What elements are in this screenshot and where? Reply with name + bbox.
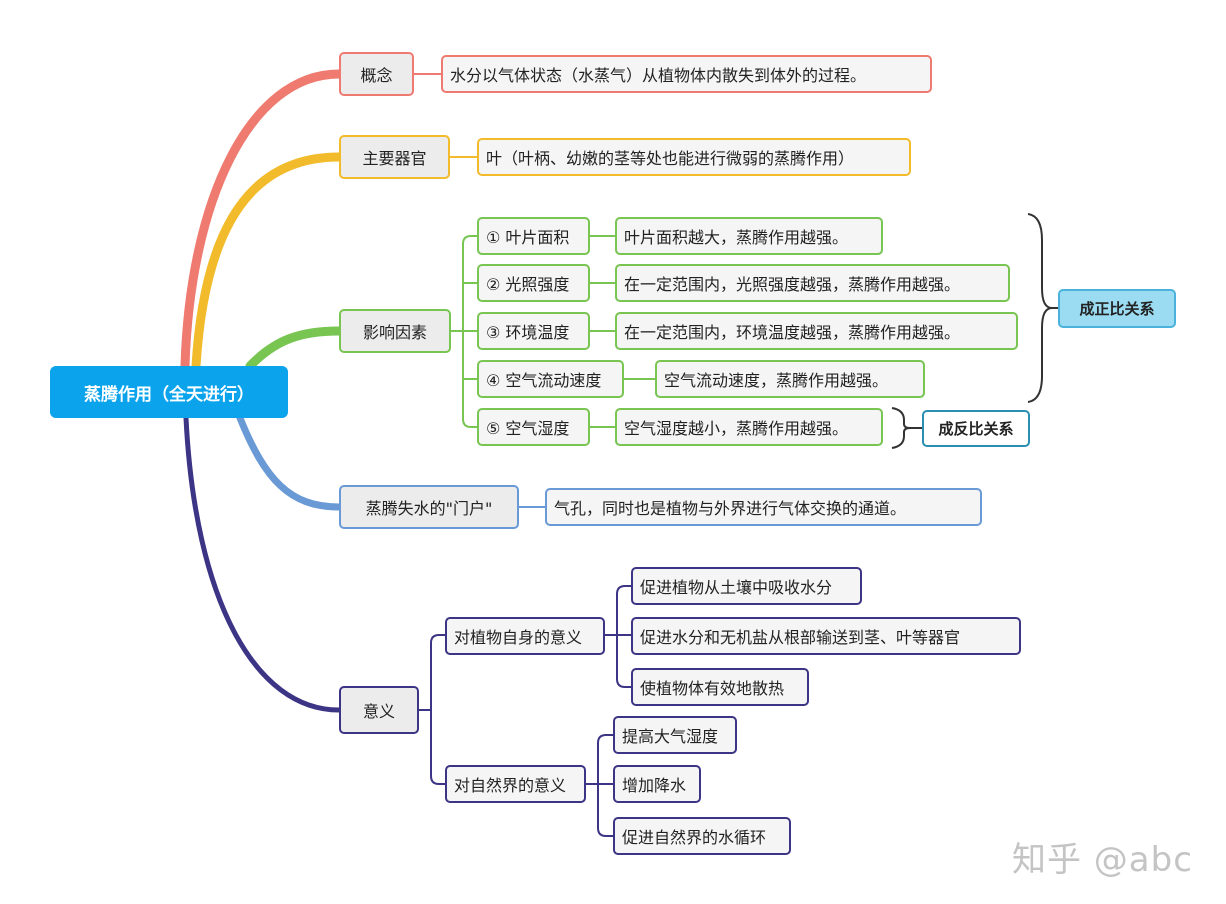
root-node[interactable]: 蒸腾作用（全天进行） — [50, 366, 288, 418]
category-organ[interactable]: 主要器官 — [339, 135, 450, 179]
factor-desc: 在一定范围内，环境温度越强，蒸腾作用越强。 — [624, 323, 961, 342]
factor-desc: 空气流动速度，蒸腾作用越强。 — [664, 371, 889, 390]
positive-relation-tag[interactable]: 成正比关系 — [1058, 289, 1176, 328]
branch-gate — [236, 414, 343, 511]
meaning-self-item[interactable]: 促进植物从土壤中吸收水分 — [631, 567, 862, 605]
factor-desc: 叶片面积越大，蒸腾作用越强。 — [624, 228, 849, 247]
factor-name: ⑤ 空气湿度 — [486, 419, 570, 438]
meaning-self[interactable]: 对植物自身的意义 — [445, 617, 605, 655]
meaning-self-item-text: 使植物体有效地散热 — [640, 679, 785, 698]
meaning-nature-item-text: 促进自然界的水循环 — [622, 828, 767, 847]
category-meaning-label: 意义 — [362, 702, 395, 721]
factor-name: ① 叶片面积 — [486, 228, 570, 247]
factor-temperature[interactable]: ③ 环境温度 — [477, 312, 590, 350]
negative-brace — [891, 407, 911, 449]
gate-description[interactable]: 气孔，同时也是植物与外界进行气体交换的通道。 — [545, 488, 982, 526]
meaning-self-label: 对植物自身的意义 — [454, 628, 583, 647]
negative-relation-label: 成反比关系 — [938, 420, 1014, 438]
negative-relation-tag[interactable]: 成反比关系 — [922, 410, 1030, 447]
meaning-nature-item[interactable]: 提高大气湿度 — [613, 716, 737, 754]
watermark: 知乎 @abc — [1012, 840, 1193, 880]
concept-description[interactable]: 水分以气体状态（水蒸气）从植物体内散失到体外的过程。 — [441, 55, 932, 93]
branch-organ — [191, 152, 344, 371]
factor-humidity-desc[interactable]: 空气湿度越小，蒸腾作用越强。 — [615, 408, 883, 446]
gate-description-text: 气孔，同时也是植物与外界进行气体交换的通道。 — [554, 499, 907, 518]
meaning-self-item-text: 促进水分和无机盐从根部输送到茎、叶等器官 — [640, 628, 961, 647]
meaning-nature-item[interactable]: 促进自然界的水循环 — [613, 817, 791, 855]
meaning-self-item-text: 促进植物从土壤中吸收水分 — [640, 578, 833, 597]
branch-meaning — [183, 415, 342, 713]
category-concept[interactable]: 概念 — [339, 52, 414, 96]
root-label: 蒸腾作用（全天进行） — [84, 384, 254, 405]
factor-name: ④ 空气流动速度 — [486, 371, 602, 390]
meaning-nature[interactable]: 对自然界的意义 — [445, 765, 586, 803]
factor-temperature-desc[interactable]: 在一定范围内，环境温度越强，蒸腾作用越强。 — [615, 312, 1018, 350]
factor-name: ② 光照强度 — [486, 275, 570, 294]
branch-factors — [245, 326, 344, 371]
category-gate-label: 蒸腾失水的"门户" — [365, 499, 493, 518]
category-gate[interactable]: 蒸腾失水的"门户" — [339, 485, 519, 529]
category-factors-label: 影响因素 — [362, 323, 427, 342]
factor-leaf-area[interactable]: ① 叶片面积 — [477, 217, 590, 255]
category-meaning[interactable]: 意义 — [339, 686, 419, 734]
factor-airflow[interactable]: ④ 空气流动速度 — [477, 360, 624, 398]
factor-light[interactable]: ② 光照强度 — [477, 264, 590, 302]
organ-description-text: 叶（叶柄、幼嫩的茎等处也能进行微弱的蒸腾作用） — [486, 149, 855, 168]
factor-leaf-area-desc[interactable]: 叶片面积越大，蒸腾作用越强。 — [615, 217, 883, 255]
meaning-self-item[interactable]: 使植物体有效地散热 — [631, 668, 809, 706]
factor-light-desc[interactable]: 在一定范围内，光照强度越强，蒸腾作用越强。 — [615, 264, 1010, 302]
concept-description-text: 水分以气体状态（水蒸气）从植物体内散失到体外的过程。 — [450, 66, 867, 85]
meaning-nature-item-text: 增加降水 — [622, 776, 687, 795]
factor-desc: 空气湿度越小，蒸腾作用越强。 — [624, 419, 849, 438]
meaning-nature-item-text: 提高大气湿度 — [622, 727, 719, 746]
positive-relation-label: 成正比关系 — [1079, 300, 1155, 318]
factor-name: ③ 环境温度 — [486, 323, 570, 342]
factor-airflow-desc[interactable]: 空气流动速度，蒸腾作用越强。 — [655, 360, 925, 398]
meaning-self-item[interactable]: 促进水分和无机盐从根部输送到茎、叶等器官 — [631, 617, 1021, 655]
category-organ-label: 主要器官 — [362, 149, 427, 168]
meaning-nature-label: 对自然界的意义 — [454, 776, 567, 795]
positive-brace — [1027, 213, 1053, 403]
factor-humidity[interactable]: ⑤ 空气湿度 — [477, 408, 590, 446]
category-concept-label: 概念 — [360, 66, 393, 85]
branch-concept — [180, 69, 344, 371]
category-factors[interactable]: 影响因素 — [339, 309, 451, 353]
meaning-nature-item[interactable]: 增加降水 — [613, 765, 701, 803]
organ-description[interactable]: 叶（叶柄、幼嫩的茎等处也能进行微弱的蒸腾作用） — [477, 138, 911, 176]
factor-desc: 在一定范围内，光照强度越强，蒸腾作用越强。 — [624, 275, 961, 294]
